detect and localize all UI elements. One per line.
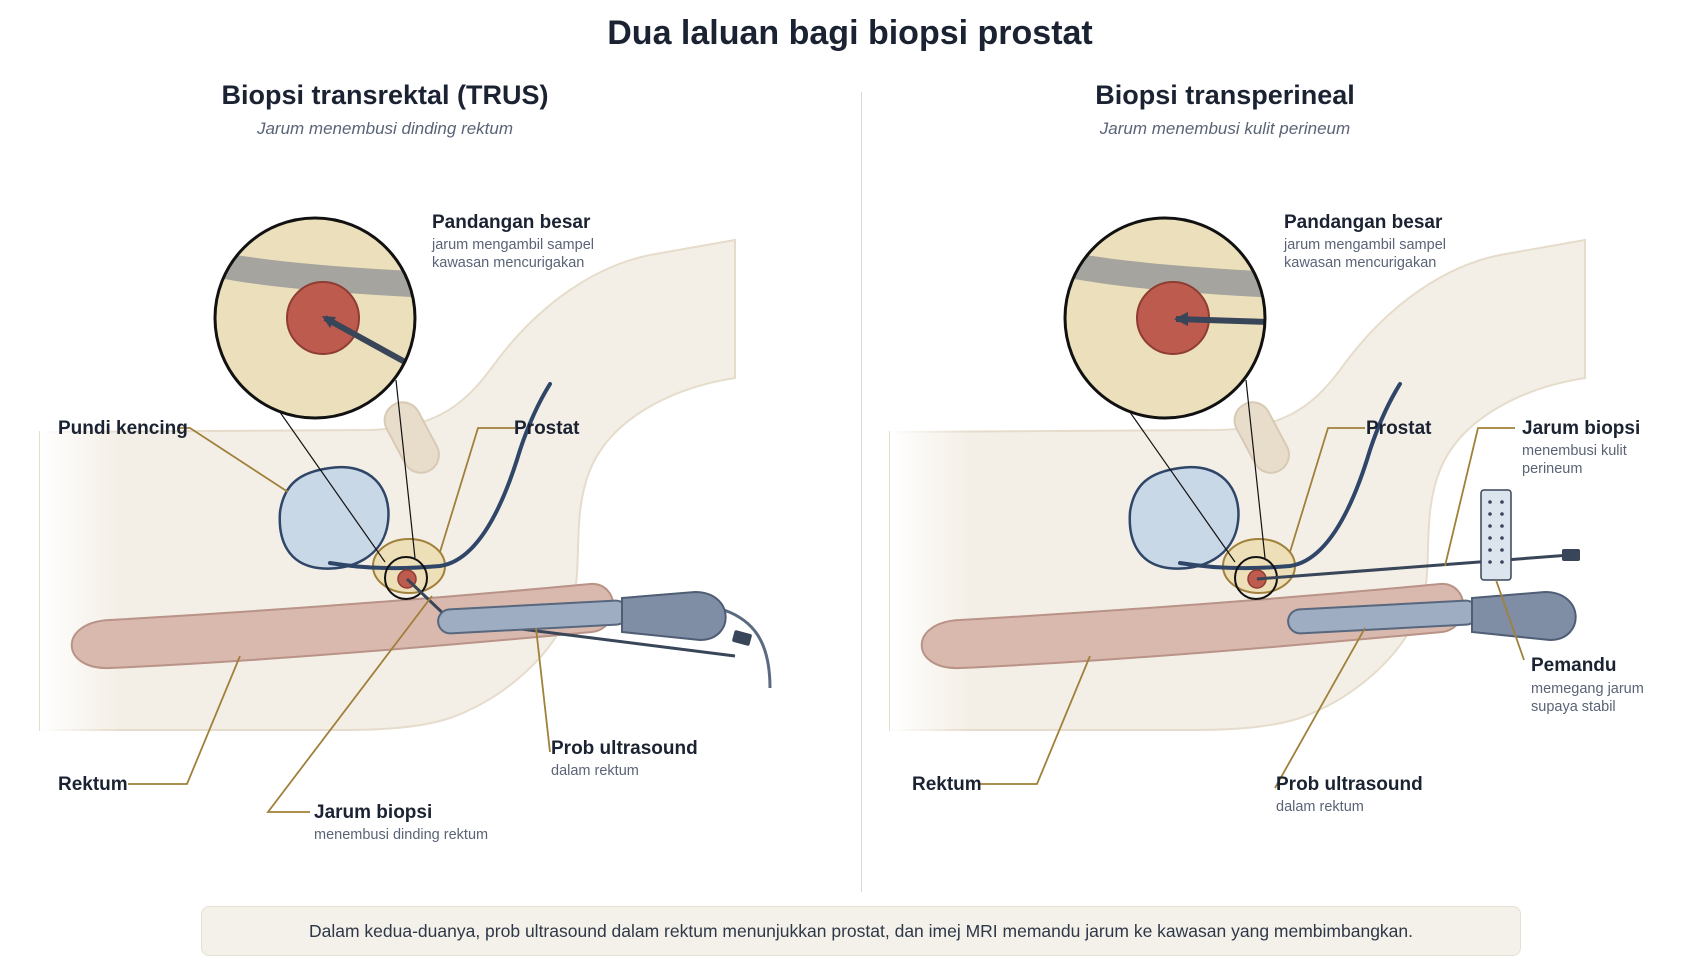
probe-handle xyxy=(621,590,727,642)
panel-title-transperineal: Biopsi transperineal xyxy=(1095,80,1355,110)
label-probe-sub-right: dalam rektum xyxy=(1276,799,1364,815)
label-needle-right: Jarum biopsi xyxy=(1522,418,1641,439)
leader-prostate xyxy=(439,427,515,553)
pubic-bone xyxy=(1233,401,1290,474)
diagram-transperineal xyxy=(889,216,1586,789)
needle-handle xyxy=(1562,549,1580,561)
label-needle-sub-right-2: perineum xyxy=(1522,461,1583,477)
panel-divider xyxy=(861,92,862,892)
bladder xyxy=(1128,465,1240,570)
leader-probe xyxy=(1274,627,1366,789)
urethra xyxy=(1178,382,1402,571)
pubic-bone xyxy=(383,401,440,474)
magnified-view xyxy=(1063,216,1267,420)
footer-note: Dalam kedua-duanya, prob ultrasound dala… xyxy=(201,906,1521,956)
callout-text-left-1: jarum mengambil sampel xyxy=(432,237,594,253)
panel-subtitle-transperineal: Jarum menembusi kulit perineum xyxy=(1099,119,1351,138)
label-probe-sub-left: dalam rektum xyxy=(551,763,639,779)
label-rectum-left: Rektum xyxy=(58,774,128,795)
leader-prostate xyxy=(1289,427,1365,553)
leader-needle xyxy=(1444,427,1515,567)
label-guide-sub-right-1: memegang jarum xyxy=(1531,681,1644,697)
callout-text-right-2: kawasan mencurigakan xyxy=(1284,255,1437,271)
label-guide-sub-right-2: supaya stabil xyxy=(1531,699,1616,715)
page-title: Dua laluan bagi biopsi prostat xyxy=(607,14,1093,52)
needle-handle xyxy=(732,630,752,646)
panel-title-transrectal: Biopsi transrektal (TRUS) xyxy=(221,80,549,110)
leader-guide xyxy=(1495,579,1525,661)
label-needle-left: Jarum biopsi xyxy=(314,802,433,823)
label-prostate-left: Prostat xyxy=(514,418,580,439)
label-prostate-right: Prostat xyxy=(1366,418,1432,439)
leader-bladder xyxy=(178,427,289,493)
urethra xyxy=(328,382,552,571)
needle-guide xyxy=(1480,489,1512,581)
probe-handle xyxy=(1471,590,1577,642)
label-needle-sub-left: menembusi dinding rektum xyxy=(314,827,489,843)
diagram-transrectal xyxy=(39,216,772,813)
probe-cable xyxy=(723,608,772,689)
leader-rectum xyxy=(978,655,1091,785)
rectum xyxy=(920,582,1465,670)
panel-subtitle-transrectal: Jarum menembusi dinding rektum xyxy=(256,119,514,138)
bladder xyxy=(278,465,390,570)
callout-text-right-1: jarum mengambil sampel xyxy=(1284,237,1446,253)
label-probe-left: Prob ultrasound xyxy=(551,738,698,759)
leader-probe xyxy=(535,627,551,753)
magnified-view xyxy=(213,216,417,420)
callout-title-right: Pandangan besar xyxy=(1284,212,1443,233)
callout-title-left: Pandangan besar xyxy=(432,212,591,233)
label-bladder-left: Pundi kencing xyxy=(58,418,188,439)
leader-needle xyxy=(266,595,433,813)
rectum xyxy=(70,582,615,670)
callout-text-left-2: kawasan mencurigakan xyxy=(432,255,585,271)
label-needle-sub-right-1: menembusi kulit xyxy=(1522,443,1627,459)
zoom-ring xyxy=(384,556,428,600)
label-guide-right: Pemandu xyxy=(1531,655,1617,676)
leader-rectum xyxy=(128,655,241,785)
label-probe-right: Prob ultrasound xyxy=(1276,774,1423,795)
needle xyxy=(1256,553,1571,581)
label-rectum-right: Rektum xyxy=(912,774,982,795)
